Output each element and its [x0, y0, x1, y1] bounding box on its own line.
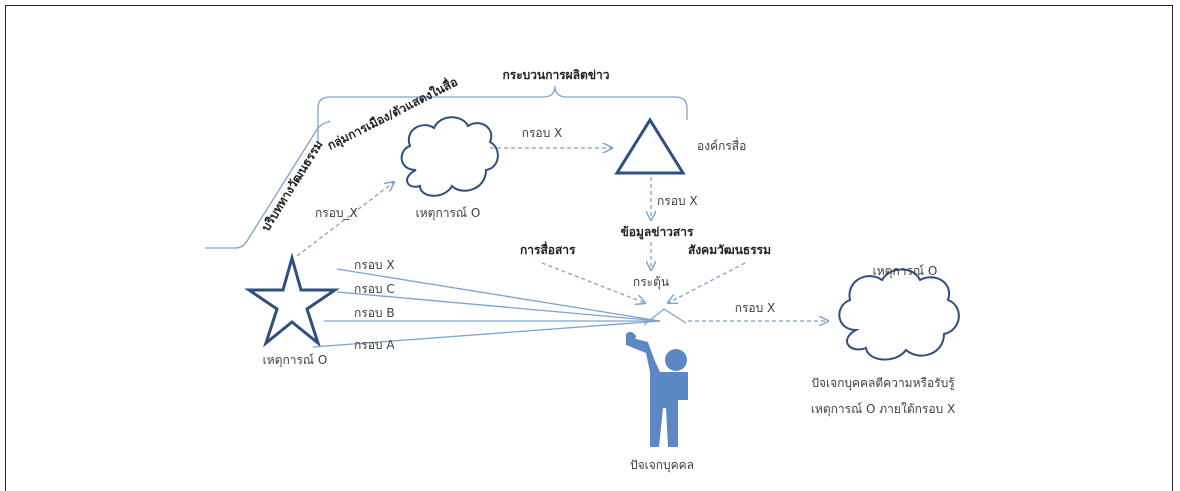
stimulus-chevron: [643, 308, 687, 326]
frame-line-a: [312, 320, 661, 348]
media-org-label: องค์กรสื่อ: [697, 137, 746, 153]
media-org-triangle: [614, 117, 686, 175]
arrow-culture-to-stimulus: [668, 262, 746, 303]
event-cloud-right-label: เหตุการณ์ O: [873, 264, 938, 279]
interpret-line1: ปัจเจกบุคคลตีความหรือรับรู้: [811, 376, 955, 391]
frame-down-label: กรอบ X: [657, 194, 698, 208]
arrow-communication-to-stimulus: [541, 262, 645, 303]
frame-top-label: กรอบ X: [522, 126, 563, 140]
frame-label-b: กรอบ B: [354, 306, 395, 320]
figure-border: [5, 5, 1173, 491]
event-cloud-right: [838, 268, 960, 361]
production-brace: [317, 85, 688, 145]
arrow-star-to-cloud: [296, 182, 394, 257]
interpret-line2: เหตุการณ์ O ภายใต้กรอบ X: [811, 402, 955, 417]
frame-line-x: [336, 268, 661, 322]
individual-label: ปัจเจกบุคคล: [630, 458, 694, 473]
event-cloud-top: [400, 116, 499, 197]
context-brace: [205, 120, 331, 249]
communication-label: การสื่อสาร: [520, 241, 576, 257]
event-star: [244, 252, 340, 348]
frame-label-x: กรอบ X: [354, 258, 395, 272]
frame-label-a: กรอบ A: [354, 338, 395, 352]
frame-label-c: กรอบ C: [354, 282, 395, 296]
frame-right-label: กรอบ X: [735, 301, 776, 315]
social-culture-label: สังคมวัฒนธรรม: [688, 243, 771, 257]
stimulus-label: กระตุ้น: [633, 275, 669, 290]
news-info-label: ข้อมูลข่าวสาร: [621, 225, 694, 240]
frame-line-c: [336, 291, 661, 322]
event-star-label: เหตุการณ์ O: [263, 353, 328, 368]
frame-diag-label: กรอบ_X: [315, 206, 358, 220]
event-cloud-top-label: เหตุการณ์ O: [416, 206, 481, 221]
individual-person-icon: [626, 331, 688, 447]
production-process-label: กระบวนการผลิตข่าว: [502, 68, 609, 82]
